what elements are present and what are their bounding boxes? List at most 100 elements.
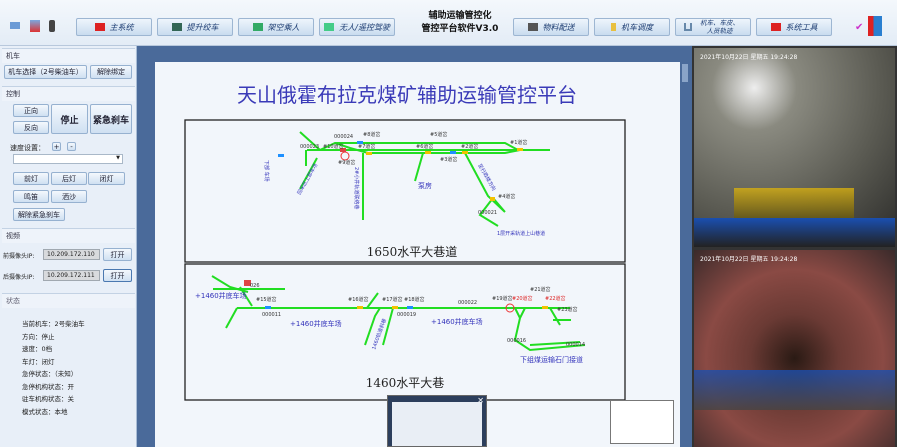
status-estop: 急停状态：（未知） xyxy=(22,370,78,378)
loco-dispatch-button[interactable]: 机车调度 xyxy=(594,18,670,36)
rear-camera-timestamp: 2021年10月22日 星期五 19:24:28 xyxy=(700,256,798,263)
unmanned-driving-button[interactable]: 无人/遥控驾驶 xyxy=(319,18,395,36)
rear-camera-view[interactable]: 2021年10月22日 星期五 19:24:28 xyxy=(694,250,895,447)
svg-text:#10道岔: #10道岔 xyxy=(323,143,344,150)
emergency-brake-button[interactable]: 紧急刹车 xyxy=(90,104,132,134)
status-section-title: 状态 xyxy=(2,293,135,308)
svg-text:#4道岔: #4道岔 xyxy=(498,193,515,200)
upper-level-frame xyxy=(184,119,626,263)
tools-icon xyxy=(770,23,781,31)
svg-text:下组煤运输石门接道: 下组煤运输石门接道 xyxy=(520,355,583,364)
front-light-button[interactable]: 前灯 xyxy=(13,172,49,185)
rear-cam-open-button[interactable]: 打开 xyxy=(103,269,132,282)
svg-text:#6道岔: #6道岔 xyxy=(416,143,433,150)
switch-markers xyxy=(244,141,548,313)
front-cam-ip-input[interactable]: 10.209.172.110 xyxy=(43,249,100,260)
svg-text:#23道岔: #23道岔 xyxy=(557,306,578,313)
camera-panel: 2021年10月22日 星期五 19:24:28 2021年10月22日 星期五… xyxy=(692,46,897,447)
svg-text:#22道岔: #22道岔 xyxy=(545,295,566,302)
sand-button[interactable]: 洒沙 xyxy=(51,190,87,203)
svg-text:000023: 000023 xyxy=(300,144,319,150)
stop-button[interactable]: 停止 xyxy=(51,104,88,134)
map-scrollbar[interactable] xyxy=(682,64,688,82)
rear-light-button[interactable]: 后灯 xyxy=(51,172,87,185)
unbind-button[interactable]: 解除绑定 xyxy=(90,65,132,79)
svg-text:+1460井底车场: +1460井底车场 xyxy=(290,319,342,328)
track-map[interactable] xyxy=(155,62,680,447)
svg-text:#17道岔: #17道岔 xyxy=(382,296,403,303)
video-section-title: 视频 xyxy=(2,228,135,243)
truck-icon xyxy=(527,23,538,31)
rear-cam-label: 后摄像头IP: xyxy=(3,274,35,281)
svg-text:#19道岔: #19道岔 xyxy=(492,295,513,302)
system-tools-button[interactable]: 系统工具 xyxy=(756,18,832,36)
left-panel: 机车 机车选择（2号柴油车） 解除绑定 控制 正向 反向 停止 紧急刹车 速度设… xyxy=(0,46,137,447)
rider-icon xyxy=(252,23,263,31)
svg-text:回采区上部车场: 回采区上部车场 xyxy=(296,162,320,196)
app-title: 辅助运输管控化管控平台软件V3.0 xyxy=(421,11,499,34)
svg-text:泵房: 泵房 xyxy=(418,181,432,190)
svg-text:000022: 000022 xyxy=(458,300,477,306)
svg-text:000014: 000014 xyxy=(566,342,585,348)
upper-map-labels: 000024 #8道岔 000023 #10道岔 #9道岔 #7道岔 #5道岔 … xyxy=(263,131,545,237)
map-title: 天山俄霍布拉克煤矿辅助运输管控平台 xyxy=(237,83,577,107)
svg-text:026: 026 xyxy=(250,283,260,289)
hoist-button[interactable]: 提升绞车 xyxy=(157,18,233,36)
magnet-icon xyxy=(684,23,692,31)
material-delivery-button[interactable]: 物料配送 xyxy=(513,18,589,36)
aerial-ride-button[interactable]: 架空乘人 xyxy=(238,18,314,36)
main-system-button[interactable]: 主系统 xyxy=(76,18,152,36)
status-estop-mechanism: 急停机构状态：开 xyxy=(22,383,74,391)
locomotive-icon xyxy=(244,280,251,286)
trajectory-button[interactable]: 机车、车皮、人员轨迹 xyxy=(675,18,751,36)
svg-text:+1460井底车场: +1460井底车场 xyxy=(431,317,483,326)
speed-minus-button[interactable]: - xyxy=(67,142,76,151)
route-icon xyxy=(324,23,335,31)
lights-off-button[interactable]: 闭灯 xyxy=(88,172,125,185)
svg-text:+1460井底车场: +1460井底车场 xyxy=(195,291,247,300)
chevron-down-icon: ▼ xyxy=(116,155,120,161)
loco-select-button[interactable]: 机车选择（2号柴油车） xyxy=(4,65,87,79)
svg-text:#15道岔: #15道岔 xyxy=(256,296,277,303)
main-toolbar: 主系统 提升绞车 架空乘人 无人/遥控驾驶 辅助运输管控化管控平台软件V3.0 … xyxy=(0,0,897,46)
svg-text:#9道岔: #9道岔 xyxy=(338,159,355,166)
svg-text:#18道岔: #18道岔 xyxy=(404,296,425,303)
exit-icon[interactable] xyxy=(868,16,882,36)
front-camera-view[interactable]: 2021年10月22日 星期五 19:24:28 xyxy=(694,48,895,247)
camera-popup[interactable]: ✕ xyxy=(387,395,487,447)
lower-map-labels: 026 +1460井底车场 #15道岔 000011 #16道岔 #17道岔 #… xyxy=(195,283,585,364)
front-cam-open-button[interactable]: 打开 xyxy=(103,248,132,261)
status-light: 车灯：闭灯 xyxy=(22,358,55,366)
svg-text:至行政楼方向: 至行政楼方向 xyxy=(476,163,497,192)
horn-button[interactable]: 鸣笛 xyxy=(13,190,49,203)
speed-select[interactable]: ▼ xyxy=(13,154,123,164)
release-brake-button[interactable]: 解除紧急刹车 xyxy=(13,208,65,221)
check-icon[interactable]: ✔ xyxy=(855,22,864,33)
forward-button[interactable]: 正向 xyxy=(13,104,49,117)
mail-icon[interactable] xyxy=(10,22,20,29)
svg-text:下部 车场: 下部 车场 xyxy=(263,160,270,182)
speed-label: 速度设置： xyxy=(10,144,45,152)
font-icon[interactable] xyxy=(30,20,40,32)
hoist-icon xyxy=(171,23,182,31)
upper-level-label: 1650水平大巷道 xyxy=(367,245,458,259)
speed-plus-button[interactable]: + xyxy=(52,142,61,151)
lower-level-label: 1460水平大巷 xyxy=(366,376,445,390)
close-icon[interactable]: ✕ xyxy=(477,396,484,405)
reverse-button[interactable]: 反向 xyxy=(13,121,49,134)
svg-text:#21道岔: #21道岔 xyxy=(530,286,551,293)
status-direction: 方向：停止 xyxy=(22,333,55,341)
loco-section-title: 机车 xyxy=(2,48,135,63)
joystick-icon[interactable] xyxy=(49,20,55,32)
flag-icon xyxy=(94,23,105,31)
svg-text:1层开采轨道上山巷道: 1层开采轨道上山巷道 xyxy=(497,230,545,237)
svg-text:000011: 000011 xyxy=(262,312,281,318)
camera-popup-preview xyxy=(392,402,482,446)
front-cam-label: 前摄像头IP: xyxy=(3,253,35,260)
svg-text:000024: 000024 xyxy=(334,134,353,140)
status-current-loco: 当前机车：2号柴油车 xyxy=(22,320,85,328)
status-mode: 模式状态：本地 xyxy=(22,408,68,416)
minimap[interactable] xyxy=(610,400,674,444)
rear-cam-ip-input[interactable]: 10.209.172.111 xyxy=(43,270,100,281)
